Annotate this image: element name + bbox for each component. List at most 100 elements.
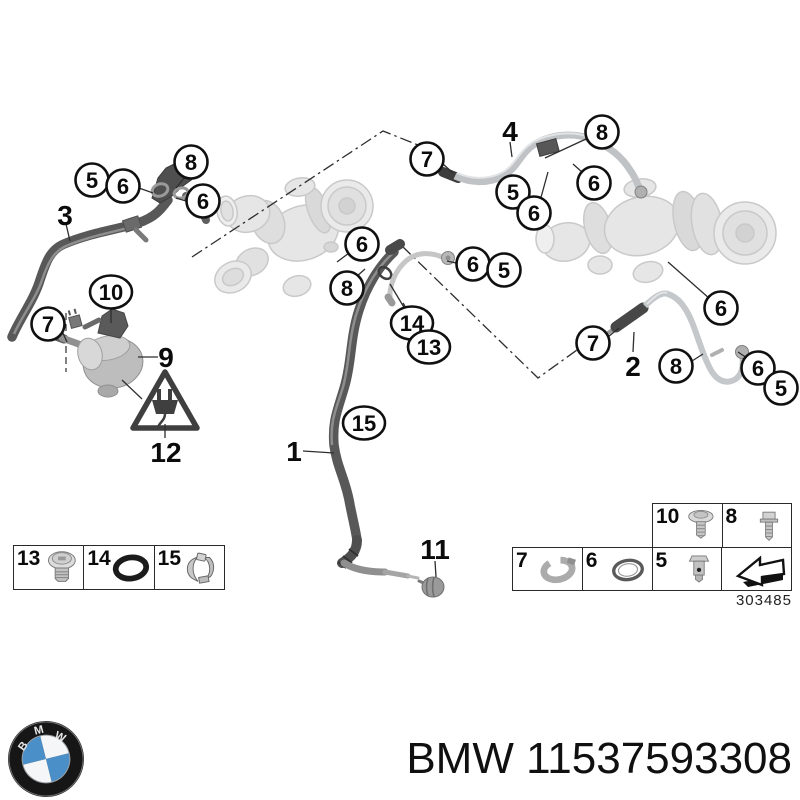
legend-cell-15: 15 — [155, 546, 224, 589]
legend-number: 7 — [516, 548, 528, 572]
svg-text:8: 8 — [341, 276, 353, 301]
callout-6: 6 — [344, 226, 380, 262]
svg-text:8: 8 — [670, 354, 682, 379]
svg-text:8: 8 — [596, 120, 608, 145]
legend-cell-10: 10 — [653, 504, 723, 548]
callout-15: 15 — [341, 405, 387, 441]
sealing-plug-icon — [48, 550, 77, 582]
legend-cell-13: 13 — [14, 546, 85, 589]
svg-text:6: 6 — [528, 201, 540, 226]
svg-text:6: 6 — [356, 232, 368, 257]
part-label-12: 12 — [150, 437, 181, 468]
callout-7: 7 — [30, 306, 66, 342]
callout-6: 6 — [105, 168, 141, 204]
coolant-hose-1 — [328, 239, 420, 580]
callout-5: 5 — [495, 174, 531, 210]
svg-text:5: 5 — [498, 258, 510, 283]
part-label-11: 11 — [420, 534, 450, 565]
legend-number: 14 — [87, 547, 111, 570]
part-label-3: 3 — [57, 200, 73, 231]
callout-8: 8 — [173, 144, 209, 180]
svg-text:6: 6 — [467, 252, 479, 277]
holder-clip-icon — [186, 552, 215, 584]
legend-number: 13 — [17, 547, 41, 570]
callout-13: 13 — [406, 329, 452, 365]
part-label-1: 1 — [286, 436, 302, 467]
bmw-roundel-icon: B M W — [8, 721, 84, 797]
callout-8: 8 — [584, 114, 620, 150]
legend-cell-7: 7 — [513, 547, 583, 590]
svg-text:5: 5 — [775, 376, 787, 401]
fillister-screw-icon — [687, 509, 713, 539]
coolant-line-2 — [606, 290, 749, 385]
direction-arrow-icon — [735, 554, 786, 587]
svg-text:5: 5 — [86, 168, 98, 193]
callout-7: 7 — [575, 325, 611, 361]
part-label-2: 2 — [625, 351, 641, 382]
svg-text:6: 6 — [197, 189, 209, 214]
callout-8: 8 — [658, 348, 694, 384]
svg-text:M: M — [33, 724, 45, 738]
legend-table-left: 13 14 15 — [13, 545, 225, 590]
callout-6: 6 — [516, 195, 552, 231]
callout-6: 6 — [455, 246, 491, 282]
svg-text:7: 7 — [42, 312, 54, 337]
legend-number: 6 — [585, 548, 598, 572]
svg-text:W: W — [53, 730, 68, 746]
o-ring-icon — [112, 553, 149, 582]
svg-text:6: 6 — [715, 296, 727, 321]
legend-number: 8 — [725, 505, 738, 528]
coolant-return-pipe-13-14 — [384, 251, 455, 307]
reference-line-left — [191, 130, 424, 258]
legend-number: 10 — [656, 505, 680, 528]
callout-5: 5 — [486, 252, 522, 288]
svg-text:13: 13 — [417, 335, 441, 360]
callout-5: 5 — [74, 162, 110, 198]
legend-cell-14: 14 — [84, 546, 155, 589]
legend-cell-8: 8 — [723, 504, 792, 548]
svg-text:15: 15 — [352, 411, 376, 436]
part-label-4: 4 — [502, 116, 518, 147]
svg-text:6: 6 — [752, 356, 764, 381]
callout-8: 8 — [329, 270, 365, 306]
legend-number: 5 — [655, 548, 668, 572]
svg-text:6: 6 — [117, 174, 129, 199]
callout-7: 7 — [409, 141, 445, 177]
legend-cell-arrow — [722, 548, 791, 590]
callout-10: 10 — [88, 274, 134, 310]
hose-clamp-icon — [540, 556, 576, 583]
turbocharger-left-ghost — [214, 177, 374, 298]
pump-bracket-10 — [67, 308, 129, 339]
part-label-9: 9 — [158, 342, 174, 373]
callout-5: 5 — [763, 370, 799, 406]
callout-6: 6 — [740, 350, 776, 386]
svg-text:7: 7 — [421, 147, 433, 172]
legend-cell-6: 6 — [583, 547, 653, 590]
callout-6: 6 — [576, 165, 612, 201]
callout-6: 6 — [185, 183, 221, 219]
svg-text:6: 6 — [588, 171, 600, 196]
callout-6: 6 — [703, 290, 739, 326]
legend-table-right-top: 10 8 — [652, 503, 792, 548]
legend-number: 15 — [157, 547, 182, 570]
drawing-number: 303485 — [735, 592, 792, 609]
reference-line-center — [401, 245, 578, 379]
electrical-warning-triangle-12 — [130, 369, 200, 431]
svg-text:10: 10 — [99, 280, 123, 305]
hose-connector-11 — [417, 576, 445, 598]
legend-table-right-bottom: 7 6 5 — [512, 546, 792, 591]
part-number-caption: BMW 11537593308 — [406, 734, 792, 783]
hex-bolt-icon — [759, 511, 779, 541]
legend-cell-5: 5 — [653, 547, 723, 590]
coolant-line-4 — [438, 131, 648, 199]
gasket-ring-icon — [611, 558, 644, 581]
svg-text:5: 5 — [507, 180, 519, 205]
svg-text:8: 8 — [185, 150, 197, 175]
turbocharger-right-ghost — [535, 178, 777, 284]
svg-text:7: 7 — [587, 331, 599, 356]
hollow-banjo-bolt-icon — [688, 555, 710, 583]
